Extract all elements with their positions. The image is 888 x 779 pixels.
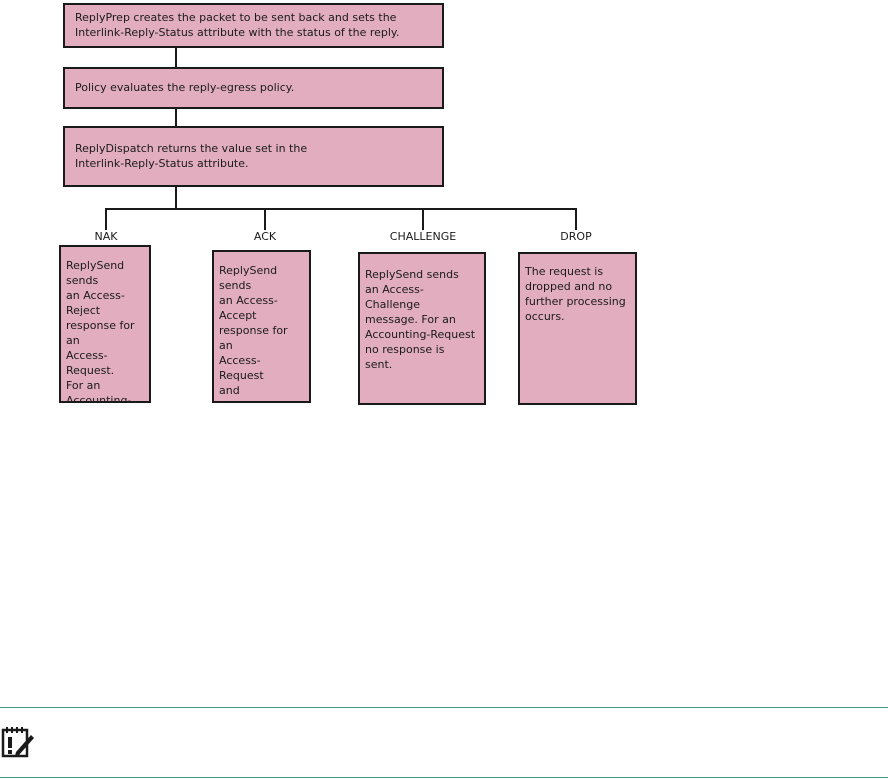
branch-drop-ack [264,208,266,230]
connector-step3-branches [175,187,177,209]
note-top-rule [0,707,888,708]
note-bottom-rule [0,777,888,778]
step-replydispatch: ReplyDispatch returns the value set in t… [63,126,444,187]
step-replyprep: ReplyPrep creates the packet to be sent … [63,3,444,48]
step-policy: Policy evaluates the reply-egress policy… [63,67,444,109]
branch-box-nak: ReplySend sends an Access-Reject respons… [59,245,151,403]
branch-drop-drop [575,208,577,230]
branch-box-drop: The request is dropped and no further pr… [518,252,637,405]
important-note-icon [0,724,36,760]
branch-box-ack: ReplySend sends an Access-Accept respons… [212,250,311,403]
branch-bar [105,208,577,210]
branch-label-drop: DROP [560,230,592,243]
branch-drop-nak [105,208,107,230]
connector-step2-step3 [175,108,177,126]
branch-label-ack: ACK [253,230,277,243]
branch-drop-challenge [422,208,424,230]
branch-label-nak: NAK [94,230,118,243]
branch-label-challenge: CHALLENGE [389,230,457,243]
branch-box-challenge: ReplySend sends an Access- Challenge mes… [358,252,486,405]
connector-step1-step2 [175,47,177,67]
